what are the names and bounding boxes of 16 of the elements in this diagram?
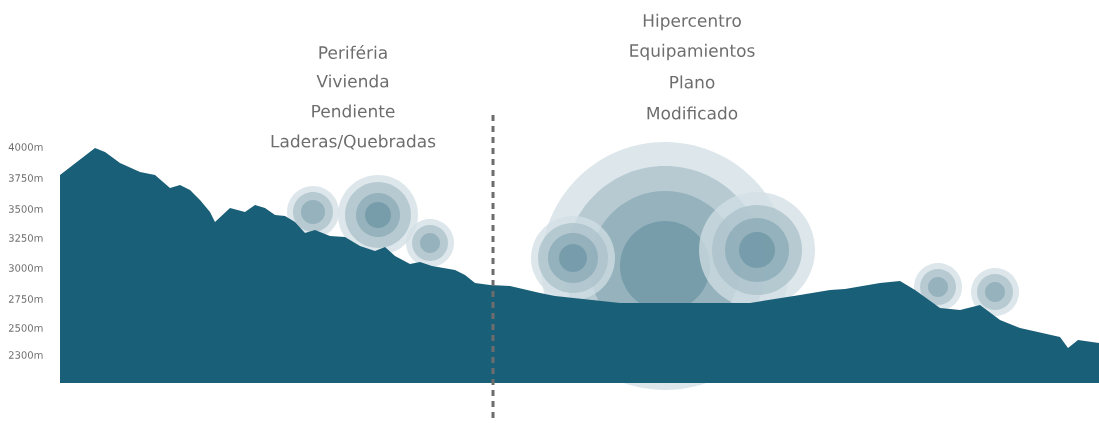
elevation-label: 3750m: [8, 174, 43, 182]
zone-label: Periféria: [319, 45, 387, 59]
zone-label: Modificado: [647, 106, 738, 120]
elevation-label: 4000m: [8, 143, 43, 151]
zone-label: Vivienda: [316, 74, 389, 88]
elevation-label: 3000m: [8, 264, 43, 272]
zone-label: Plano: [670, 75, 715, 89]
elevation-label: 2300m: [8, 351, 43, 359]
zone-label: Equipamientos: [630, 43, 755, 61]
elevation-label: 2500m: [8, 324, 43, 332]
elevation-label: 2750m: [8, 295, 43, 303]
zone-label: Pendiente: [312, 104, 395, 118]
zone-label: Laderas/Quebradas: [271, 134, 436, 150]
elevation-label: 3500m: [8, 205, 43, 213]
zone-label: Hipercentro: [643, 13, 741, 31]
elevation-label: 3250m: [8, 234, 43, 242]
